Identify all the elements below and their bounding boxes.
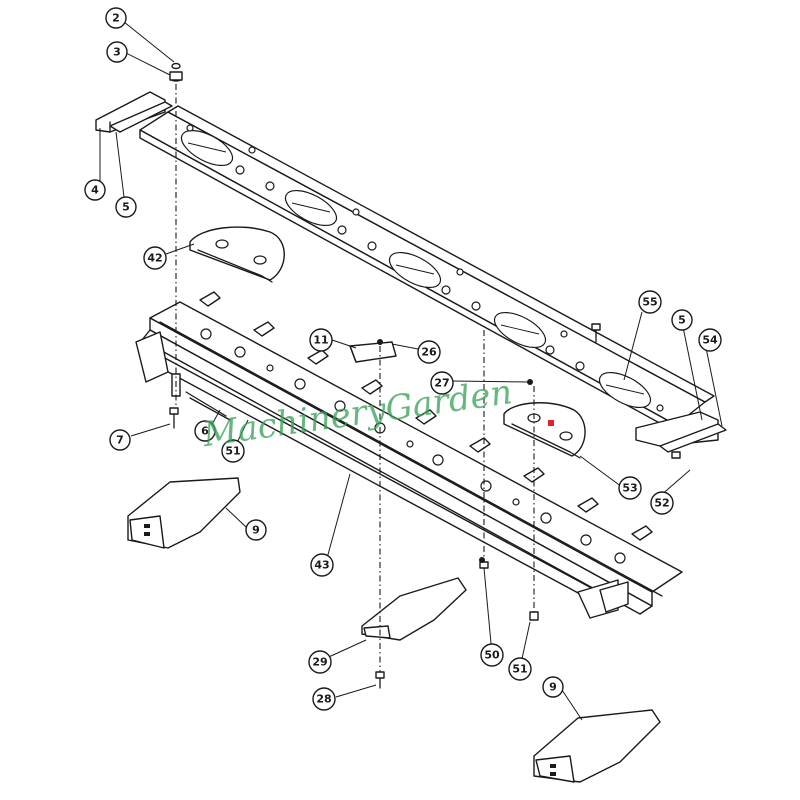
callout-50: 50 <box>480 643 504 667</box>
svg-text:6: 6 <box>201 425 209 438</box>
svg-text:5: 5 <box>678 314 686 327</box>
svg-text:28: 28 <box>316 693 331 706</box>
clamp-plate-right <box>503 402 586 459</box>
callout-11: 11 <box>309 328 333 352</box>
callout-51a: 51 <box>221 439 245 463</box>
svg-text:7: 7 <box>116 434 124 447</box>
svg-text:53: 53 <box>622 482 637 495</box>
callout-3: 3 <box>106 41 128 63</box>
svg-text:51: 51 <box>512 663 527 676</box>
callout-55: 55 <box>638 290 662 314</box>
svg-text:42: 42 <box>147 252 162 265</box>
svg-text:52: 52 <box>654 497 669 510</box>
skid-shoe-middle <box>361 577 467 641</box>
callout-27: 27 <box>430 371 454 395</box>
callout-52: 52 <box>650 491 674 515</box>
skid-shoe-left <box>127 477 241 549</box>
svg-text:27: 27 <box>434 377 449 390</box>
svg-text:26: 26 <box>421 346 437 359</box>
svg-text:9: 9 <box>549 681 557 694</box>
svg-text:4: 4 <box>91 184 99 197</box>
callout-54: 54 <box>698 328 722 352</box>
callout-6: 6 <box>194 420 216 442</box>
top-beam <box>95 62 727 453</box>
callout-51b: 51 <box>508 657 532 681</box>
svg-text:11: 11 <box>313 334 328 347</box>
svg-text:55: 55 <box>642 296 657 309</box>
leader-lines <box>99 21 723 721</box>
callout-9a: 9 <box>245 519 267 541</box>
callout-5a: 5 <box>115 196 137 218</box>
callout-28: 28 <box>312 687 336 711</box>
callout-5b: 5 <box>671 309 693 331</box>
svg-text:5: 5 <box>122 201 130 214</box>
skid-shoe-right <box>533 709 661 783</box>
red-marker <box>548 420 554 426</box>
svg-text:29: 29 <box>312 656 327 669</box>
callout-42: 42 <box>143 246 167 270</box>
svg-text:51: 51 <box>225 445 240 458</box>
callout-43: 43 <box>310 553 334 577</box>
cutter-bar <box>135 291 683 619</box>
svg-text:43: 43 <box>314 559 329 572</box>
callout-53: 53 <box>618 476 642 500</box>
clip-bracket <box>349 341 397 363</box>
callout-4: 4 <box>84 179 106 201</box>
clamp-plate <box>189 226 285 283</box>
fasteners <box>169 84 681 689</box>
svg-text:54: 54 <box>702 334 718 347</box>
svg-text:50: 50 <box>484 649 500 662</box>
callout-2: 2 <box>105 7 127 29</box>
callout-9b: 9 <box>542 676 564 698</box>
svg-text:3: 3 <box>113 46 121 59</box>
callout-7: 7 <box>109 429 131 451</box>
callout-26: 26 <box>417 340 441 364</box>
callout-29: 29 <box>308 650 332 674</box>
svg-text:9: 9 <box>252 524 260 537</box>
svg-text:2: 2 <box>112 12 120 25</box>
